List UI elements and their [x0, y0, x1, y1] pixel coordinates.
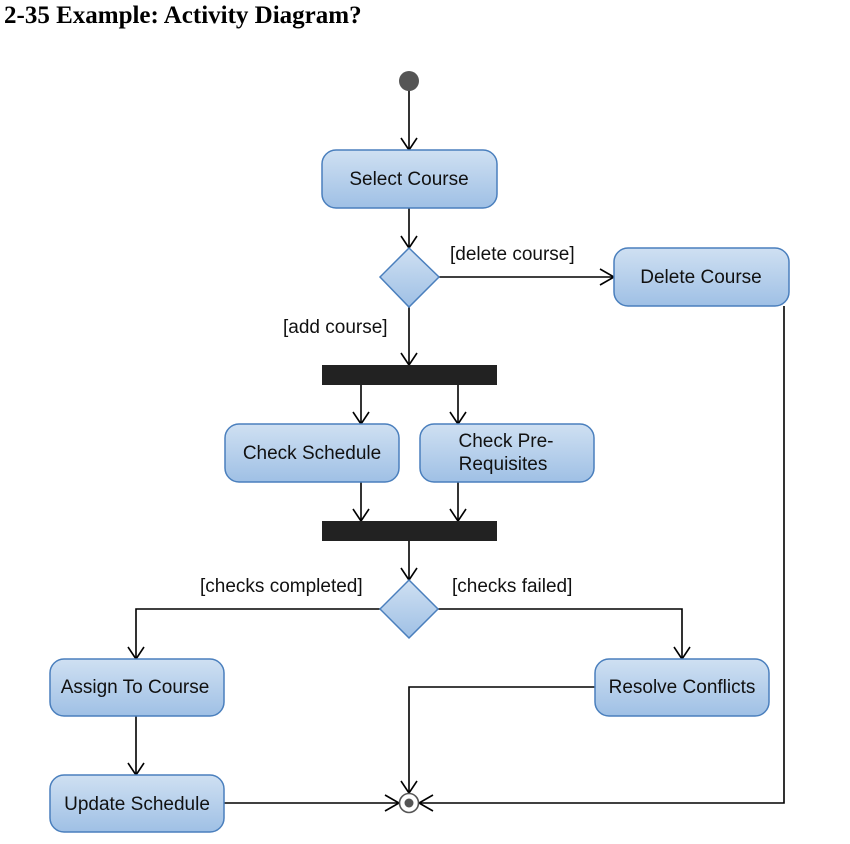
activity-label: Select Course	[349, 169, 468, 190]
guard-checks-completed: [checks completed]	[200, 576, 363, 597]
guard-checks-failed: [checks failed]	[452, 576, 572, 597]
activity-update-schedule: Update Schedule	[49, 774, 225, 833]
activity-label: Resolve Conflicts	[609, 677, 756, 698]
initial-node	[399, 71, 419, 91]
fork-bar	[322, 365, 497, 385]
guard-delete-course: [delete course]	[450, 244, 575, 265]
activity-assign-to-course: Assign To Course	[49, 658, 225, 717]
guard-add-course: [add course]	[283, 317, 388, 338]
edge-decision-resolve	[438, 608, 683, 659]
edge-resolve-final	[408, 686, 595, 793]
activity-label: Check Schedule	[243, 443, 381, 464]
activity-resolve-conflicts: Resolve Conflicts	[594, 658, 770, 717]
edge-decision-assign	[135, 608, 380, 659]
final-node	[398, 792, 420, 814]
page-title: 2-35 Example: Activity Diagram?	[4, 2, 362, 29]
activity-label-line1: Check Pre-	[458, 431, 553, 452]
join-bar	[322, 521, 497, 541]
activity-label: Update Schedule	[64, 794, 210, 815]
activity-check-schedule: Check Schedule	[224, 423, 400, 483]
activity-check-prerequisites: Check Pre- Requisites	[419, 423, 595, 483]
edge-delete-final	[419, 306, 785, 804]
decision-node-delete-or-add	[378, 246, 441, 309]
activity-delete-course: Delete Course	[613, 247, 790, 307]
activity-select-course: Select Course	[321, 149, 498, 209]
activity-label: Delete Course	[640, 267, 761, 288]
activity-label-line2: Requisites	[459, 454, 548, 475]
decision-node-checks	[378, 578, 440, 640]
activity-label: Assign To Course	[61, 677, 210, 698]
